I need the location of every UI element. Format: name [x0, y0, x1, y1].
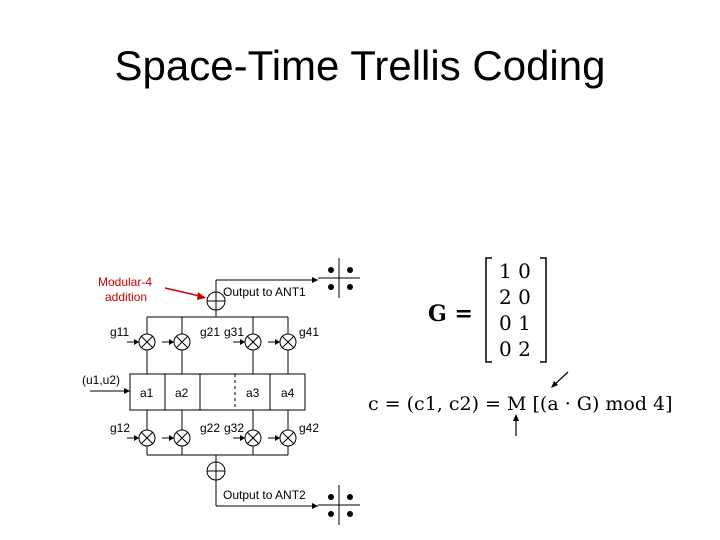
gain-label-g31: g31: [224, 325, 244, 339]
adder-bottom: [206, 461, 226, 481]
input-label: (u1,u2): [82, 373, 120, 387]
output-ant1-label: Output to ANT1: [223, 285, 306, 299]
gain-label-g41: g41: [299, 325, 319, 339]
g-matrix-row: 0 2: [499, 337, 531, 361]
note-line1: Modular-4: [98, 275, 152, 289]
g-matrix-row: 0 1: [499, 311, 531, 335]
g-matrix-row: 1 0: [499, 259, 531, 283]
constellation-bottom: [318, 485, 360, 525]
register-a3: a3: [246, 386, 260, 400]
gain-label-g12: g12: [110, 421, 130, 435]
g-matrix-label: G =: [428, 301, 473, 327]
generator-matrix: G = 1 0 2 0 0 1 0 2: [428, 257, 547, 363]
gain-label-g42: g42: [299, 421, 319, 435]
codeword-equation: c = (c1, c2) = M [(a · G) mod 4]: [368, 393, 673, 415]
equation-arrows: [513, 371, 569, 436]
register-a2: a2: [175, 386, 189, 400]
note-line2: addition: [105, 290, 147, 304]
gain-label-g21: g21: [200, 325, 220, 339]
gain-label-g32: g32: [224, 421, 244, 435]
register-a1: a1: [140, 386, 154, 400]
constellation-top: [318, 258, 360, 298]
output-ant2-label: Output to ANT2: [223, 488, 306, 502]
register-a4: a4: [281, 386, 295, 400]
gain-label-g11: g11: [110, 325, 129, 339]
page-title: Space-Time Trellis Coding: [114, 42, 606, 89]
shift-register: [90, 350, 306, 430]
g-matrix-row: 2 0: [499, 285, 531, 309]
gain-label-g22: g22: [200, 421, 220, 435]
